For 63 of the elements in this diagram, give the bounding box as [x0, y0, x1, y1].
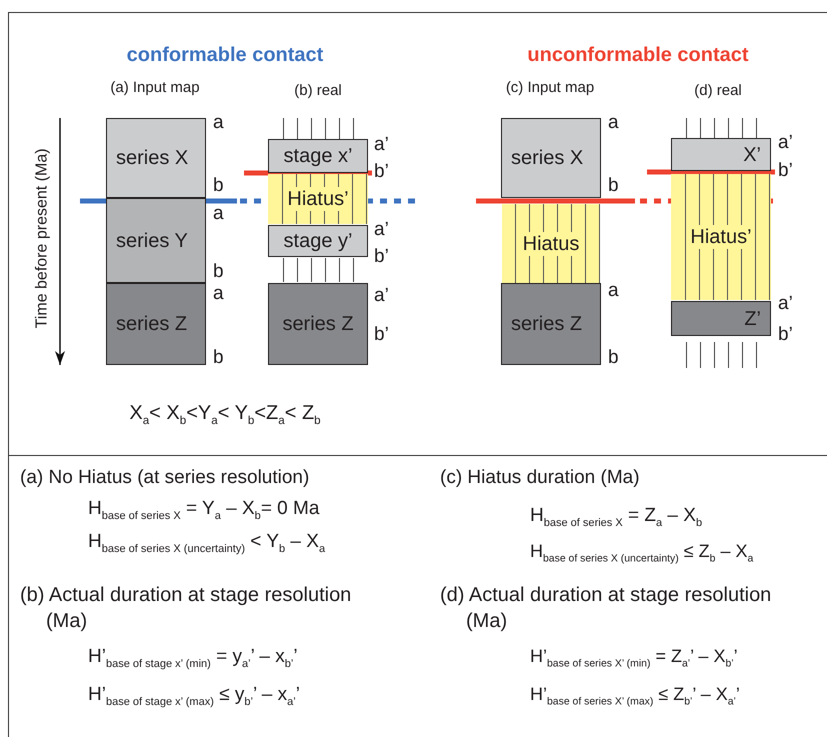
hiatus-band	[268, 174, 368, 224]
unit-label: series Y	[115, 228, 189, 252]
boundary-mark: b	[608, 176, 619, 195]
boundary-mark: b’	[374, 325, 389, 344]
text-label: (a) Input map	[109, 78, 201, 98]
boundary-mark: a’	[778, 294, 793, 313]
boundary-mark: b	[213, 176, 224, 195]
text-label: (a) No Hiatus (at series resolution)	[20, 466, 310, 490]
text-label: (b) real	[293, 81, 343, 100]
hiatus-band	[502, 204, 600, 283]
text-label: X$_{a}$< X$_{b}$<Y$_{a}$< Y$_{b}$<Z$_{a}$< Z$_{b}$	[128, 401, 322, 426]
boundary-mark: b	[608, 348, 619, 367]
boundary-mark: a	[213, 284, 224, 303]
text-label: (c) Input map	[504, 78, 596, 98]
text-label: H’$_{base of stage x’ (max)}$ ≤ y$_{b’}$’ – x$_{a’}$’	[88, 683, 301, 708]
stratigraphic-unit-box	[671, 138, 771, 171]
stratigraphic-unit-box	[268, 139, 368, 173]
boundary-mark: b’	[374, 247, 389, 266]
boundary-mark: b	[213, 262, 224, 281]
stratigraphic-unit-box	[501, 283, 601, 365]
boundary-mark: a	[213, 113, 224, 132]
boundary-mark: b’	[778, 325, 793, 344]
boundary-mark: b’	[374, 162, 389, 181]
section-heading: conformable contact	[126, 43, 324, 68]
axis-title: Time before present (Ma)	[32, 147, 52, 330]
text-label: H’$_{base of series X’ (max)}$ ≤ Z$_{b’}$’ – X$_{a’}$’	[530, 683, 741, 706]
text-label: H’$_{base of stage x’ (min)}$ = y$_{a’}$’ – x$_{b’}$’	[88, 645, 299, 670]
text-label: H$_{base of series X}$ = Z$_{a}$ – X$_{b}$	[530, 504, 704, 529]
unit-label: Z’	[743, 306, 762, 330]
stratigraphic-unit-box	[671, 301, 771, 336]
stratigraphic-unit-box	[106, 283, 206, 365]
unit-label: stage x’	[282, 144, 354, 168]
unit-label: stage y’	[282, 229, 354, 253]
text-label: H$_{base of series X (uncertainty)}$ ≤ Z$_{b}$ – X$_{a}$	[530, 540, 754, 564]
boundary-mark: b	[213, 348, 224, 367]
boundary-mark: a	[608, 281, 619, 300]
unit-label: series Z	[281, 312, 355, 336]
unit-label: series X	[510, 146, 584, 170]
unit-label: series X	[115, 146, 190, 170]
hiatus-band	[671, 174, 771, 300]
section-heading: unconformable contact	[526, 43, 750, 68]
text-label: (b) Actual duration at stage resolution (Ma)	[20, 583, 352, 634]
text-label: H’$_{base of series X’ (min)}$ = Z$_{a’}$’ – X$_{b’}$’	[530, 645, 739, 668]
boundary-mark: a’	[778, 133, 793, 152]
stratigraphic-unit-box	[268, 283, 368, 365]
text-label: (d) Actual duration at stage resolution (Ma)	[440, 583, 772, 634]
boundary-mark: b’	[778, 161, 793, 180]
boundary-mark: a’	[374, 135, 389, 154]
boundary-mark: a’	[374, 286, 389, 305]
stratigraphic-unit-box	[106, 118, 206, 198]
unit-label: series Z	[115, 312, 188, 336]
text-label: H$_{base of series X (uncertainty)}$ < Y$_{b}$ – X$_{a}$	[88, 530, 326, 555]
boundary-mark: a	[608, 113, 619, 132]
stratigraphic-unit-box	[501, 118, 601, 198]
stratigraphic-unit-box	[268, 225, 368, 257]
text-label: H$_{base of series X}$ = Y$_{a}$ – X$_{b}$= 0 Ma	[88, 497, 320, 522]
text-label: (d) real	[693, 81, 743, 100]
unit-label: series Z	[510, 312, 584, 336]
text-label: (c) Hiatus duration (Ma)	[440, 466, 641, 490]
boundary-mark: a	[213, 204, 224, 223]
stratigraphic-unit-box	[106, 198, 206, 283]
boundary-mark: a’	[374, 220, 389, 239]
unit-label: X’	[742, 142, 762, 166]
